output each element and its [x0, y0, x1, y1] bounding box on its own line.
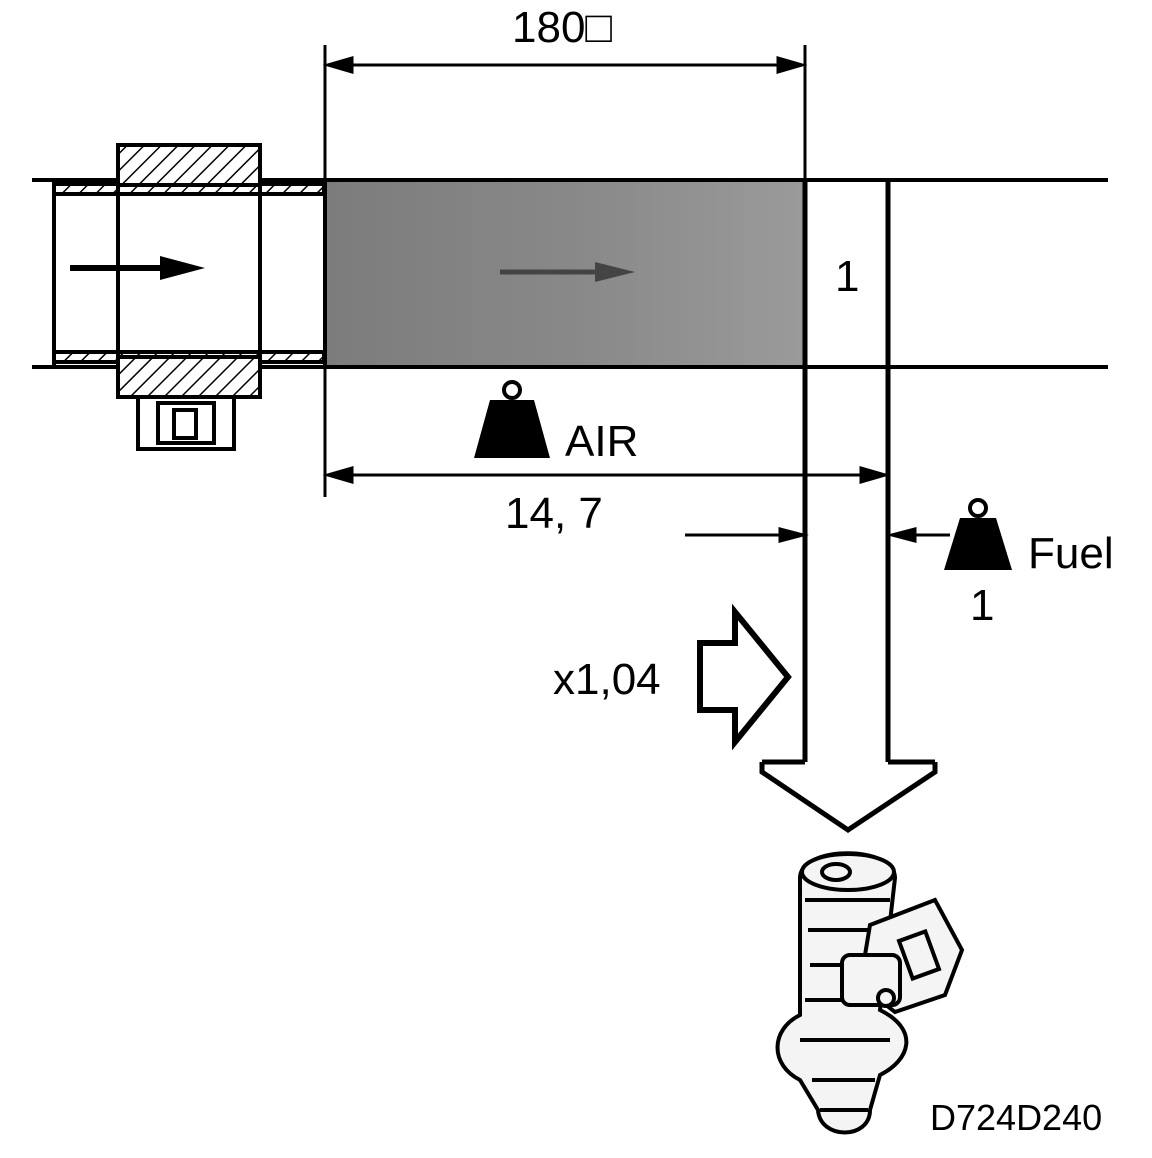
fuel-column: [759, 180, 938, 834]
multiplier-arrow-icon: [697, 603, 792, 751]
top-dimension-label: 180□: [512, 3, 612, 52]
air-ratio-dimension: [322, 367, 891, 497]
air-ratio-label: 14, 7: [505, 489, 603, 538]
top-dimension-line: [322, 45, 808, 180]
multiplier-label: x1,04: [553, 655, 661, 704]
air-label: AIR: [565, 417, 639, 466]
airflow-arrow-icon: [70, 256, 205, 280]
fuel-label: Fuel: [1028, 529, 1114, 578]
figure-code-label: D724D240: [930, 1097, 1103, 1138]
fuel-injector-icon: [775, 851, 965, 1135]
air-column-arrow-icon: [500, 262, 635, 282]
air-weight-icon: [474, 380, 550, 458]
fuel-ratio-dimension: [685, 527, 950, 543]
air-flow-meter: [52, 143, 326, 451]
section-value-label: 1: [835, 252, 860, 301]
fuel-weight-icon: [944, 498, 1012, 570]
fuel-ratio-label: 1: [970, 581, 995, 630]
